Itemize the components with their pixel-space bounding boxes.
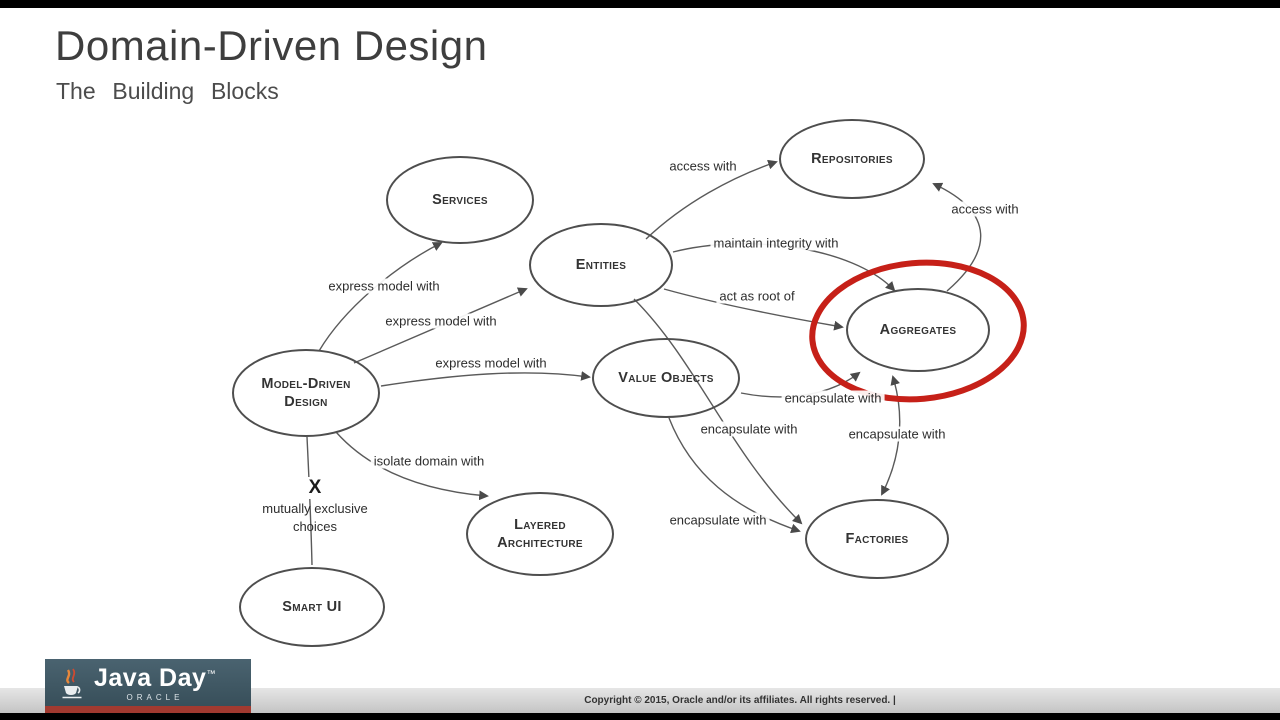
mutually-exclusive-x: X	[303, 477, 327, 499]
node-factories: Factories	[805, 499, 949, 579]
edge-label-encapsulate-vo-aggregates: encapsulate with	[781, 390, 885, 406]
edge-label-encapsulate-vo-factories: encapsulate with	[666, 512, 770, 528]
copyright-text: Copyright © 2015, Oracle and/or its affi…	[584, 695, 896, 706]
edge-label-express-model-value-objects: express model with	[432, 355, 550, 371]
edge-label-access-with-aggregates: access with	[948, 201, 1022, 217]
edge-label-access-with-repositories: access with	[666, 158, 740, 174]
node-smart-ui-label: Smart UI	[282, 598, 342, 615]
node-entities: Entities	[529, 223, 673, 307]
node-aggregates: Aggregates	[846, 288, 990, 372]
node-repositories-label: Repositories	[811, 150, 893, 167]
edge-label-encapsulate-entities-factories: encapsulate with	[697, 421, 801, 437]
edge-label-isolate-domain-with: isolate domain with	[370, 453, 488, 469]
page-subtitle: The Building Blocks	[56, 78, 279, 104]
node-factories-label: Factories	[845, 530, 909, 547]
node-aggregates-label: Aggregates	[879, 321, 957, 338]
node-repositories: Repositories	[779, 119, 925, 199]
java-cup-icon	[62, 668, 82, 698]
node-layered-architecture-label: Layered Architecture	[497, 516, 583, 551]
logo-oracle-text: ORACLE	[126, 692, 184, 702]
edge-label-express-model-services: express model with	[325, 278, 443, 294]
node-services-label: Services	[432, 191, 488, 208]
logo-text: Java Day	[94, 663, 207, 692]
javaday-logo: Java Day™ ORACLE	[45, 659, 251, 713]
edge-label-encapsulate-aggregates-factories: encapsulate with	[845, 426, 949, 442]
node-value-objects-label: Value Objects	[618, 369, 714, 386]
node-model-driven-design: Model-Driven Design	[232, 349, 380, 437]
page-title: Domain-Driven Design	[55, 22, 488, 69]
edge-label-express-model-entities: express model with	[382, 313, 500, 329]
node-value-objects: Value Objects	[592, 338, 740, 418]
logo-tm: ™	[206, 668, 216, 679]
node-smart-ui: Smart UI	[239, 567, 385, 647]
node-entities-label: Entities	[575, 256, 627, 273]
node-model-driven-design-label: Model-Driven Design	[261, 375, 351, 410]
edge-label-act-as-root-of: act as root of	[716, 288, 798, 304]
logo-text-wrap: Java Day™ ORACLE	[94, 663, 216, 702]
node-services: Services	[386, 156, 534, 244]
mutually-exclusive-note: mutually exclusive choices	[262, 500, 368, 534]
node-layered-architecture: Layered Architecture	[466, 492, 614, 576]
edge-label-maintain-integrity-with: maintain integrity with	[710, 235, 842, 251]
